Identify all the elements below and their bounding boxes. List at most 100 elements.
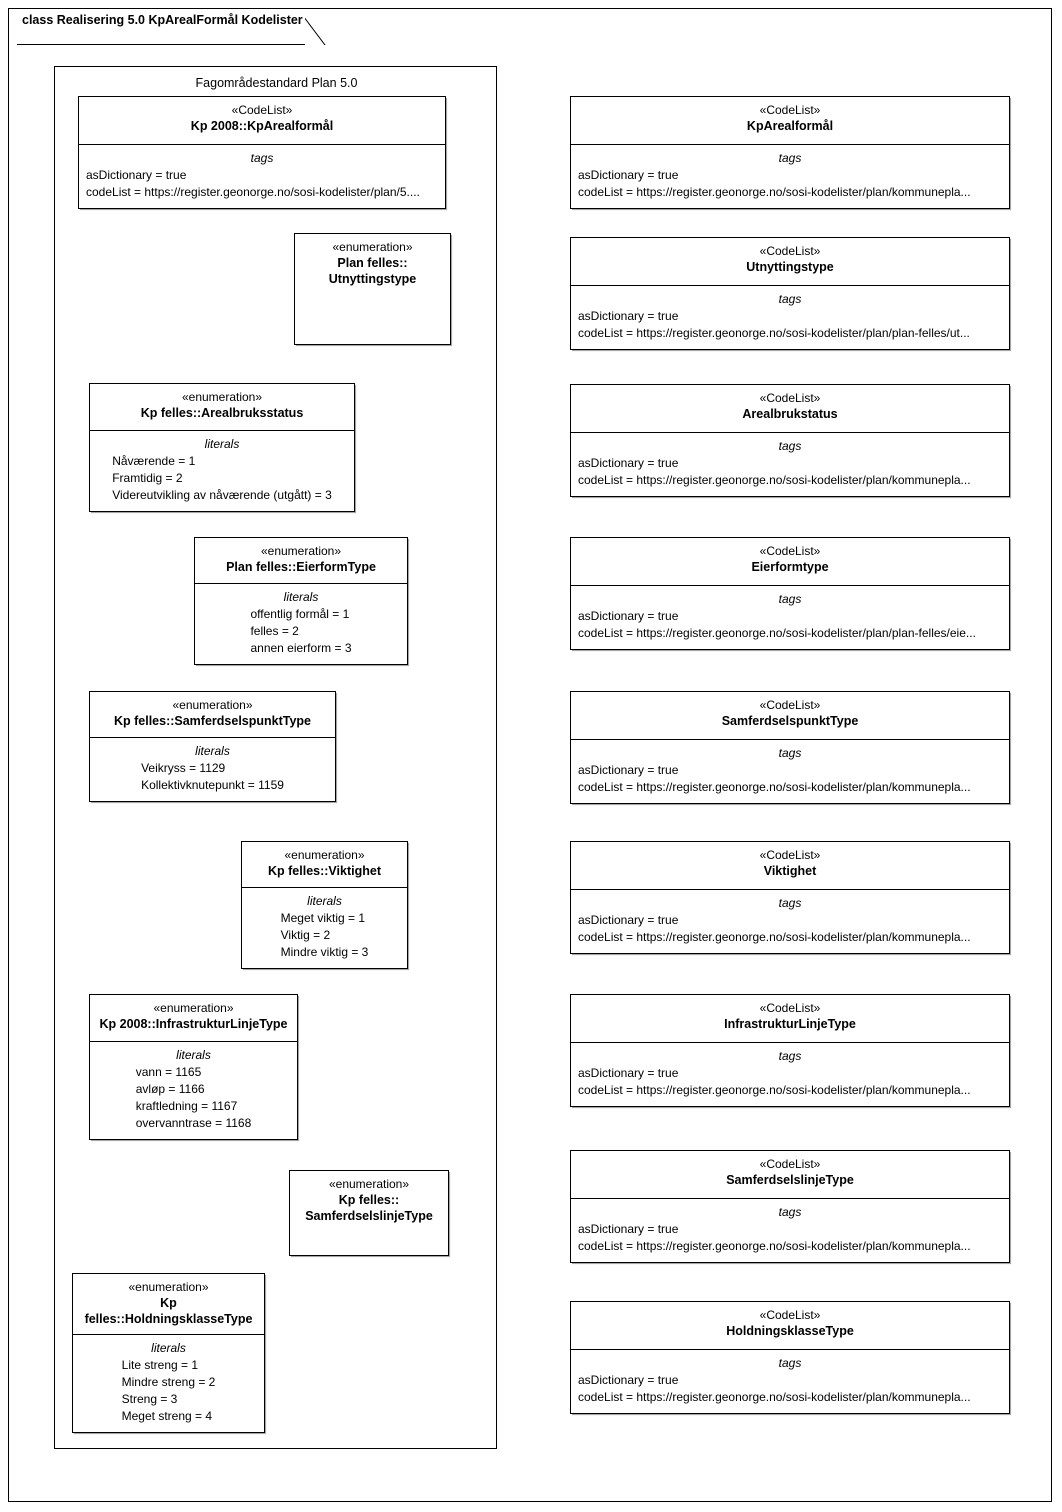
- node-stereotype: «enumeration»: [328, 1177, 410, 1191]
- node-name-line2: Utnyttingstype: [328, 272, 417, 286]
- literal-row: Kollektivknutepunkt = 1159: [141, 778, 284, 792]
- enum-node-kp-felles-samferdselslinjetype[interactable]: «enumeration»Kp felles::Samferdselslinje…: [289, 1170, 449, 1256]
- literal-row: felles = 2: [250, 624, 299, 638]
- compartment-title: tags: [778, 592, 802, 606]
- node-header: «enumeration»Kp 2008::InfrastrukturLinje…: [90, 995, 297, 1042]
- compartment-title: tags: [778, 1049, 802, 1063]
- compartment-rows: offentlig formål = 1 felles = 2 annen eier…: [250, 606, 351, 657]
- enum-node-kp-felles-holdningsklassetype[interactable]: «enumeration»Kp felles::HoldningsklasseT…: [72, 1273, 265, 1433]
- node-name: Kp felles::Viktighet: [268, 864, 381, 878]
- node-stereotype: «CodeList»: [759, 1157, 821, 1171]
- node-stereotype: «CodeList»: [759, 391, 821, 405]
- node-header: «CodeList»Kp 2008::KpArealformål: [79, 97, 445, 145]
- diagram-frame: class Realisering 5.0 KpArealFormål Kode…: [8, 8, 1052, 1502]
- node-header: «CodeList»HoldningsklasseType: [571, 1302, 1009, 1350]
- node-header: «enumeration»Kp felles::Viktighet: [242, 842, 407, 888]
- literal-row: Viktig = 2: [280, 928, 331, 942]
- literal-row: Meget streng = 4: [121, 1409, 213, 1423]
- compartment-title: literals: [204, 437, 240, 451]
- node-name-line1: Kp felles::: [338, 1193, 400, 1207]
- enum-node-plan-felles-utnyttingstype[interactable]: «enumeration»Plan felles::Utnyttingstype: [294, 233, 451, 345]
- compartment-rows: asDictionary = true codeList = https://re…: [578, 1221, 1002, 1255]
- tag-row: asDictionary = true: [578, 1222, 679, 1236]
- tag-row: asDictionary = true: [578, 168, 679, 182]
- compartment-rows: asDictionary = true codeList = https://re…: [578, 1372, 1002, 1406]
- literal-row: vann = 1165: [135, 1065, 202, 1079]
- node-stereotype: «CodeList»: [759, 544, 821, 558]
- literal-row: Veikryss = 1129: [141, 761, 226, 775]
- node-name: Kp felles::SamferdselspunktType: [113, 714, 312, 728]
- node-header: «CodeList»Viktighet: [571, 842, 1009, 890]
- tag-row: codeList = https://register.geonorge.no/…: [578, 1390, 971, 1404]
- tag-row: asDictionary = true: [578, 609, 679, 623]
- literal-row: annen eierform = 3: [250, 641, 352, 655]
- node-header: «CodeList»Arealbrukstatus: [571, 385, 1009, 433]
- node-stereotype: «CodeList»: [231, 103, 293, 117]
- codelist-node-arealbrukstatus[interactable]: «CodeList»Arealbrukstatus tags asDictionar…: [570, 384, 1010, 497]
- literal-row: offentlig formål = 1: [250, 607, 350, 621]
- node-header: «enumeration»Kp felles::Samferdselspunkt…: [90, 692, 335, 738]
- node-header: «CodeList» Eierformtype: [571, 538, 1009, 586]
- node-header: «CodeList»InfrastrukturLinjeType: [571, 995, 1009, 1043]
- literal-row: avløp = 1166: [135, 1082, 205, 1096]
- diagram-title-tab-slant-icon: [305, 17, 331, 45]
- node-stereotype: «CodeList»: [759, 103, 821, 117]
- enum-node-kp-2008-infrastrukturlinjetype[interactable]: «enumeration»Kp 2008::InfrastrukturLinje…: [89, 994, 298, 1140]
- node-name: Kp felles::Arealbruksstatus: [140, 406, 304, 420]
- node-name: Kp 2008::InfrastrukturLinjeType: [99, 1017, 288, 1031]
- package-label: Fagområdestandard Plan 5.0: [195, 76, 358, 90]
- node-header: «enumeration»Kp felles::Arealbruksstatus: [90, 384, 354, 431]
- tag-row: codeList = https://register.geonorge.no/…: [578, 1239, 971, 1253]
- literal-row: Streng = 3: [121, 1392, 178, 1406]
- compartment-title: tags: [778, 439, 802, 453]
- node-stereotype: «enumeration»: [172, 698, 253, 712]
- node-header: «enumeration»Kp felles::Samferdselslinje…: [290, 1171, 448, 1255]
- node-stereotype: «enumeration»: [153, 1001, 234, 1015]
- literal-row: Framtidig = 2: [112, 471, 183, 485]
- tag-row: asDictionary = true: [578, 1373, 679, 1387]
- node-header: «CodeList»Utnyttingstype: [571, 238, 1009, 286]
- diagram-title: class Realisering 5.0 KpArealFormål Kode…: [22, 13, 303, 27]
- literal-row: Videreutvikling av nåværende (utgått) = …: [112, 488, 332, 502]
- node-stereotype: «enumeration»: [128, 1280, 209, 1294]
- enum-node-kp-felles-samferdselspunkttype[interactable]: «enumeration»Kp felles::Samferdselspunkt…: [89, 691, 336, 802]
- node-stereotype: «enumeration»: [260, 544, 342, 558]
- node-name: Eierformtype: [751, 560, 829, 574]
- compartment-title: literals: [151, 1341, 186, 1355]
- node-stereotype: «enumeration»: [332, 240, 413, 254]
- tag-row: asDictionary = true: [578, 309, 679, 323]
- tag-row: asDictionary = true: [578, 913, 679, 927]
- enum-node-kp-felles-arealbruksstatus[interactable]: «enumeration»Kp felles::Arealbruksstatus…: [89, 383, 355, 512]
- node-stereotype: «CodeList»: [759, 244, 821, 258]
- node-name: SamferdselspunktType: [721, 714, 859, 728]
- diagram-title-tab-body: [17, 17, 305, 45]
- literal-row: Mindre viktig = 3: [280, 945, 369, 959]
- node-stereotype: «CodeList»: [759, 1001, 821, 1015]
- codelist-node-eierformtype[interactable]: «CodeList» Eierformtype tags asDictionary =…: [570, 537, 1010, 650]
- compartment-title: literals: [283, 590, 319, 604]
- node-header: «enumeration»Kp felles::HoldningsklasseT…: [73, 1274, 264, 1335]
